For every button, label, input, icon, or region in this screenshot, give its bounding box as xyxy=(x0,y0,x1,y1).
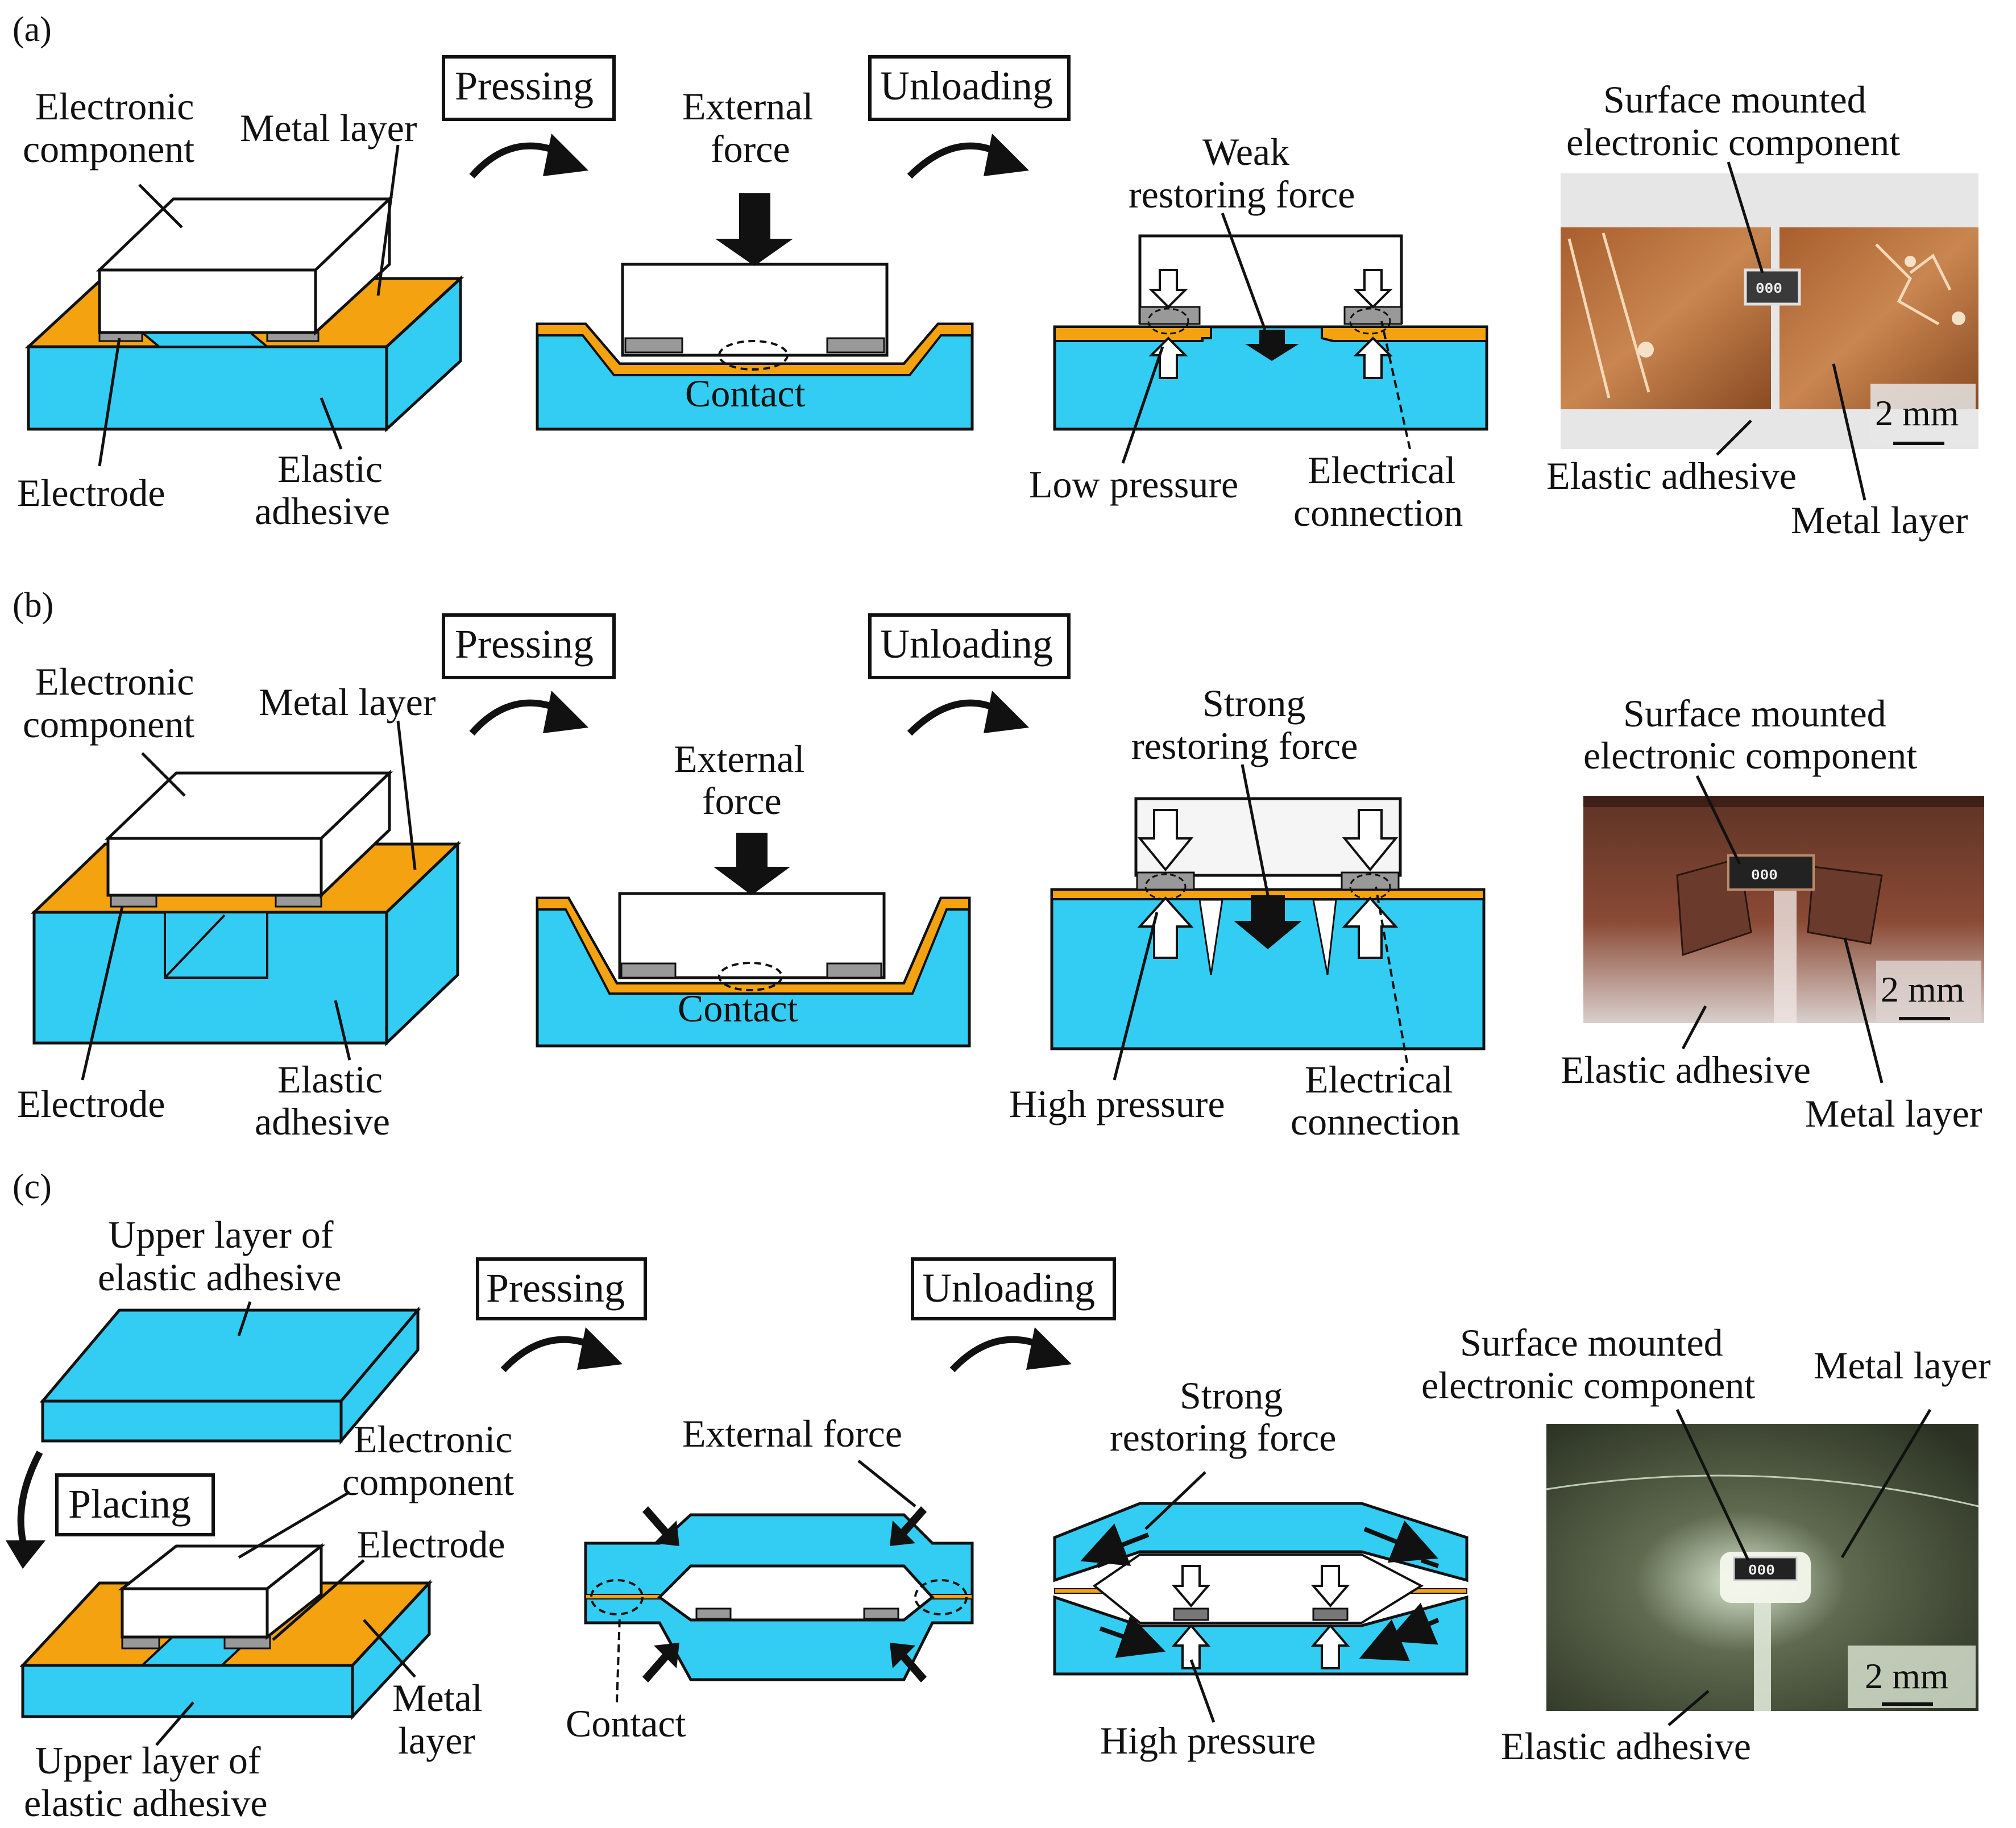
panel-a-pressing-box xyxy=(442,55,616,121)
panel-c-restoring-label-1: Strong xyxy=(1180,1374,1283,1417)
panel-c-photo-adhesive-label: Elastic adhesive xyxy=(1501,1725,1751,1768)
panel-b-photo-component-label-2: electronic component xyxy=(1583,734,1917,777)
panel-b-restoring-label-2: restoring force xyxy=(1131,724,1358,767)
panel-b-restored-device xyxy=(1050,797,1486,1050)
panel-a-connection-label-2: connection xyxy=(1293,491,1463,534)
panel-a-connection-label-1: Electrical xyxy=(1308,448,1455,492)
panel-c-restored-device xyxy=(1053,1502,1469,1676)
panel-a-scale-label: 2 mm xyxy=(1875,393,1959,433)
panel-c-upper-label-2: elastic adhesive xyxy=(98,1256,342,1299)
panel-c-photo-component-label-1: Surface mounted xyxy=(1460,1321,1723,1364)
panel-c-component-label-1: Electronic xyxy=(354,1418,512,1461)
panel-a-restoring-label-1: Weak xyxy=(1202,130,1289,173)
svg-text:000: 000 xyxy=(1756,280,1782,297)
panel-b-electrode-label: Electrode xyxy=(17,1082,165,1125)
panel-a-metal-label: Metal layer xyxy=(240,106,417,149)
panel-a-force-arrow-icon xyxy=(715,193,793,266)
panel-c: (c) Upper layer of elastic adhesive Plac… xyxy=(6,1168,1991,1825)
panel-b-photo-metal-label: Metal layer xyxy=(1805,1092,1982,1135)
panel-b-photo: 000 xyxy=(1583,796,1984,1023)
panel-c-metal-label-1: Metal xyxy=(392,1676,483,1719)
panel-b-unloading-box xyxy=(868,613,1071,679)
panel-b-photo-adhesive-label: Elastic adhesive xyxy=(1561,1048,1811,1091)
panel-c-pressure-label: High pressure xyxy=(1100,1719,1316,1762)
panel-b-contact-label: Contact xyxy=(678,987,798,1030)
panel-c-placing-box xyxy=(55,1473,215,1536)
panel-b-pressing-box xyxy=(442,613,616,679)
panel-c-pressed-device xyxy=(584,1506,974,1682)
panel-a-adhesive-label-1: Elastic xyxy=(277,447,383,491)
panel-a-unloading-label: Unloading xyxy=(880,63,1053,109)
panel-a-pressure-label: Low pressure xyxy=(1029,463,1238,506)
panel-c-lower-label-2: elastic adhesive xyxy=(24,1781,268,1825)
panel-a-photo-metal-label: Metal layer xyxy=(1791,498,1968,542)
panel-b-isometric-device xyxy=(30,770,462,1046)
panel-c-restoring-label-2: restoring force xyxy=(1110,1416,1336,1459)
panel-c-pressing-label: Pressing xyxy=(486,1265,625,1311)
panel-c-upper-label-1: Upper layer of xyxy=(108,1213,334,1256)
panel-b-scale-label: 2 mm xyxy=(1881,969,1965,1009)
panel-b-metal-label: Metal layer xyxy=(259,680,436,724)
panel-a-pressed-device xyxy=(536,193,974,431)
panel-c-photo-component-label-2: electronic component xyxy=(1421,1364,1755,1407)
panel-b-pressure-label: High pressure xyxy=(1009,1082,1225,1125)
svg-text:000: 000 xyxy=(1751,867,1778,884)
panel-c-placing-label: Placing xyxy=(68,1481,191,1527)
panel-c-force-label: External force xyxy=(682,1412,902,1455)
panel-a-component-label-1: Electronic xyxy=(35,85,194,128)
panel-b-component-label-1: Electronic xyxy=(35,660,194,703)
panel-b-restoring-label-1: Strong xyxy=(1202,682,1305,725)
panel-a-electrode-label: Electrode xyxy=(17,471,165,514)
panel-c-component-label-2: component xyxy=(342,1460,514,1503)
panel-a: (a) Electronic component Metal layer Ele… xyxy=(13,10,1978,542)
panel-b-force-arrow-icon xyxy=(714,833,790,895)
panel-b-pressing-label: Pressing xyxy=(455,621,594,667)
panel-b-connection-label-1: Electrical xyxy=(1305,1058,1453,1101)
panel-c-lower-label-1: Upper layer of xyxy=(35,1739,261,1782)
panel-c-contact-label: Contact xyxy=(566,1702,686,1745)
panel-a-photo-component-label-1: Surface mounted xyxy=(1603,78,1866,121)
panel-b-force-label-1: External xyxy=(674,737,804,780)
panel-a-adhesive-label-2: adhesive xyxy=(255,489,390,533)
panel-b-force-label-2: force xyxy=(702,779,782,822)
panel-b-unloading-label: Unloading xyxy=(880,621,1053,667)
svg-text:000: 000 xyxy=(1748,1562,1775,1579)
panel-c-unloading-label: Unloading xyxy=(922,1265,1095,1311)
panel-b-component-label-2: component xyxy=(23,703,194,746)
panel-a-contact-label: Contact xyxy=(685,372,806,415)
panel-c-electrode-label: Electrode xyxy=(357,1523,505,1566)
panel-c-unloading-box xyxy=(911,1257,1116,1320)
panel-c-pressing-box xyxy=(476,1257,647,1320)
panel-c-photo-metal-label: Metal layer xyxy=(1814,1344,1991,1387)
panel-a-unloading-box xyxy=(868,55,1071,121)
panel-b-connection-label-2: connection xyxy=(1291,1100,1460,1143)
panel-b-photo-component-label-1: Surface mounted xyxy=(1623,692,1886,735)
panel-b-adhesive-label-1: Elastic xyxy=(277,1058,383,1101)
panel-c-metal-label-2: layer xyxy=(398,1719,475,1762)
panel-a-photo-component-label-2: electronic component xyxy=(1566,121,1900,164)
panel-a-restoring-label-2: restoring force xyxy=(1129,173,1355,216)
panel-c-lower-device xyxy=(19,1543,433,1721)
panel-b: (b) Electronic component Metal layer Ele… xyxy=(13,586,1984,1143)
panel-a-photo-adhesive-label: Elastic adhesive xyxy=(1546,454,1797,497)
panel-a-isometric-device xyxy=(24,196,464,433)
panel-a-tag: (a) xyxy=(13,10,52,49)
panel-c-tag: (c) xyxy=(13,1168,52,1206)
panel-a-component-label-2: component xyxy=(23,127,194,171)
panel-c-upper-slab xyxy=(39,1306,421,1445)
panel-c-placing-arrow-icon xyxy=(17,1451,43,1553)
panel-a-force-label-2: force xyxy=(711,127,790,171)
panel-b-pressed-device xyxy=(536,833,971,1048)
panel-a-pressing-label: Pressing xyxy=(455,63,594,109)
panel-b-tag: (b) xyxy=(13,586,53,625)
panel-a-restored-device xyxy=(1053,234,1488,431)
panel-b-adhesive-label-2: adhesive xyxy=(255,1100,390,1143)
panel-a-force-label-1: External xyxy=(682,85,813,128)
panel-c-scale-label: 2 mm xyxy=(1865,1656,1949,1696)
